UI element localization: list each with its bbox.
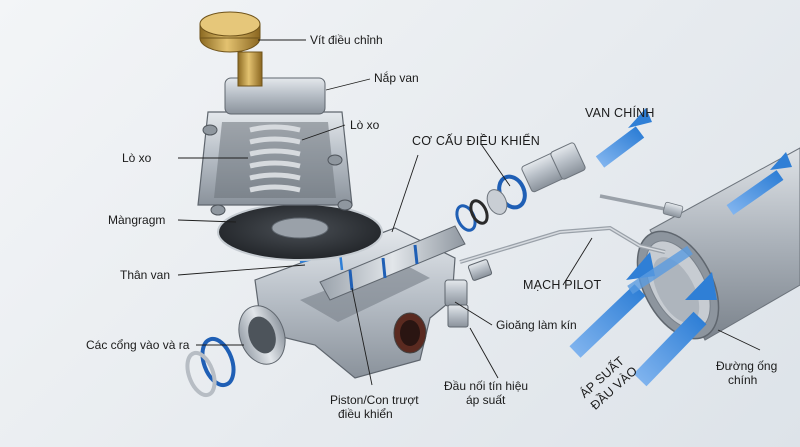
label-spring-right: Lò xo xyxy=(350,118,380,132)
label-valve-body: Thân van xyxy=(120,268,170,282)
label-diaphragm: Màngragm xyxy=(108,213,165,227)
seal-rings xyxy=(185,199,489,398)
label-spring-left: Lò xo xyxy=(122,151,152,165)
label-pilot-line: MẠCH PILOT xyxy=(523,278,602,292)
label-ports: Các cổng vào và ra xyxy=(86,338,190,352)
control-fitting xyxy=(486,142,586,215)
adjust-screw xyxy=(199,11,263,87)
diaphragm xyxy=(217,203,383,261)
label-piston-2: điều khiển xyxy=(338,407,393,421)
pressure-signal-fitting xyxy=(447,259,493,328)
label-pressure-signal-2: áp suất xyxy=(466,393,506,407)
label-main-valve: VAN CHÍNH xyxy=(585,105,655,120)
label-main-pipe-2: chính xyxy=(728,373,757,387)
pilot-tube xyxy=(459,194,684,264)
main-valve-arrow xyxy=(595,126,645,168)
label-control-mechanism: CƠ CẤU ĐIỀU KHIỂN xyxy=(412,133,540,148)
bonnet xyxy=(197,77,353,216)
label-pressure-signal-1: Đầu nối tín hiệu xyxy=(444,379,528,393)
label-inlet-pressure: ÁP SUẤT ĐẦU VÀO xyxy=(576,353,640,413)
flow-arrows xyxy=(569,108,792,387)
piston-spool xyxy=(299,225,466,301)
label-adjust-screw: Vít điều chỉnh xyxy=(310,33,383,47)
spring xyxy=(249,124,301,193)
leader-lines xyxy=(177,39,761,386)
inlet-arrow xyxy=(633,311,707,387)
label-main-pipe-1: Đường ống xyxy=(716,359,777,373)
label-seal: Gioăng làm kín xyxy=(496,318,577,332)
label-bonnet: Nắp van xyxy=(374,70,419,85)
label-piston-1: Piston/Con trượt xyxy=(330,393,419,407)
